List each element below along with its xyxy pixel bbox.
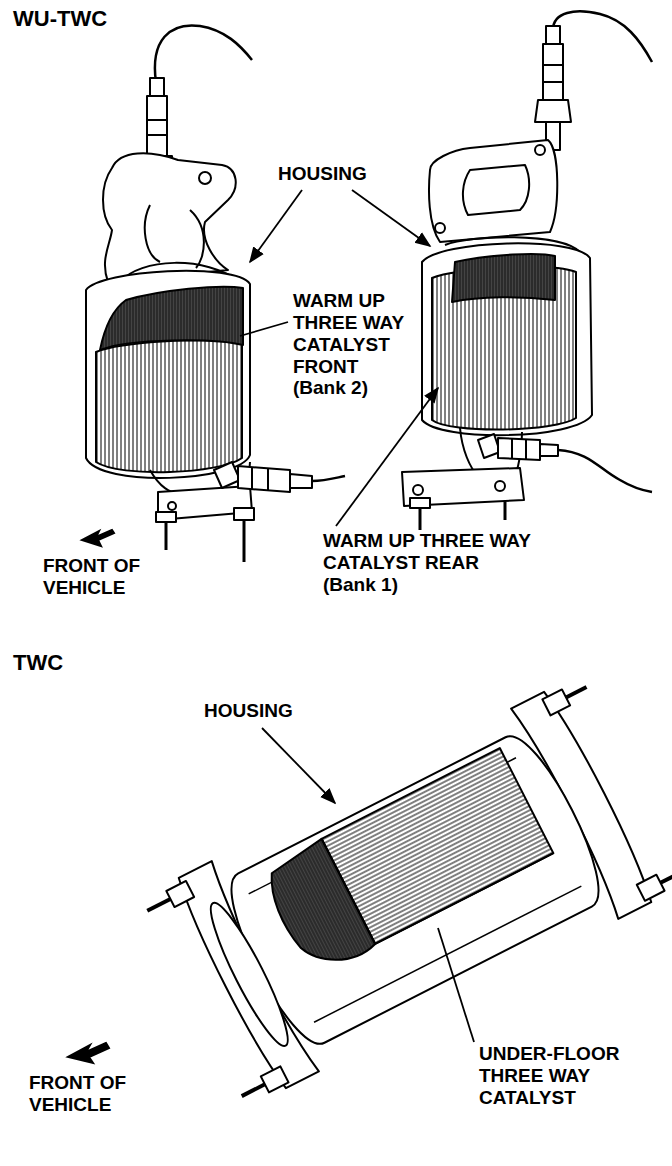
direction-label: FRONT OF VEHICLE [42,555,141,599]
direction-arrow [82,530,114,546]
part-label: WARM UP THREE WAY CATALYST FRONT (Bank 2… [292,290,405,399]
part-label: HOUSING [277,163,368,185]
label-box: FRONT OF VEHICLE [42,555,141,599]
part-label: UNDER-FLOOR THREE WAY CATALYST [478,1043,620,1109]
direction-label: FRONT OF VEHICLE [28,1072,127,1116]
part-label: WARM UP THREE WAY CATALYST REAR (Bank 1) [322,530,532,596]
label-box: WARM UP THREE WAY CATALYST FRONT (Bank 2… [292,290,405,399]
label-box: UNDER-FLOOR THREE WAY CATALYST [478,1043,620,1109]
label-box: HOUSING [203,700,294,722]
label-box: FRONT OF VEHICLE [28,1072,127,1116]
label-box: WU-TWC [12,6,108,31]
direction-arrow [68,1043,109,1063]
part-label: HOUSING [203,700,294,722]
section-title: TWC [12,650,64,675]
label-box: HOUSING [277,163,368,185]
label-box: TWC [12,650,64,675]
leader-lines [240,190,474,1042]
label-box: WARM UP THREE WAY CATALYST REAR (Bank 1) [322,530,532,596]
section-title: WU-TWC [12,6,108,31]
